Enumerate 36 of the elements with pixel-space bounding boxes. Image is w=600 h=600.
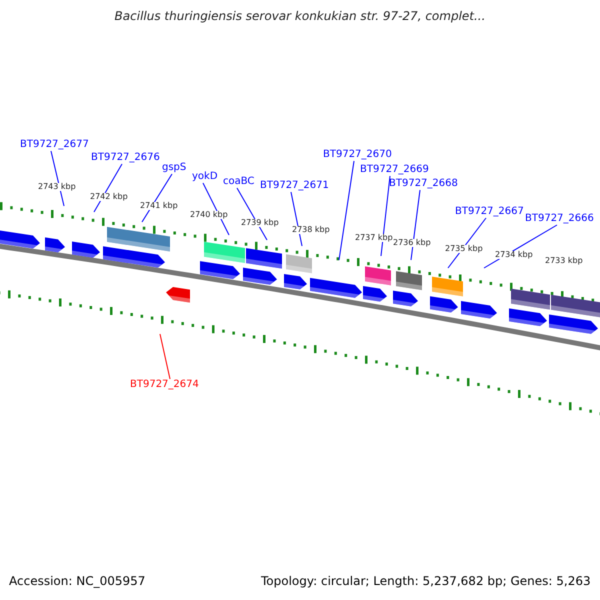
leader-line <box>338 160 354 260</box>
gene-label: BT9727_2674 <box>130 380 199 390</box>
gene-label: BT9727_2677 <box>20 140 89 150</box>
leader-line <box>290 192 302 246</box>
scale-label: 2737 kbp <box>355 234 393 242</box>
leader-line <box>160 334 170 380</box>
gene-label: BT9727_2667 <box>455 207 524 217</box>
title: Bacillus thuringiensis serovar konkukian str. 97-27, complet... <box>114 10 486 22</box>
leader-line <box>410 190 420 260</box>
scale-label: 2741 kbp <box>140 202 178 210</box>
scale-label: 2738 kbp <box>292 226 330 234</box>
gene-label: BT9727_2670 <box>323 150 392 160</box>
gene-label: coaBC <box>223 177 254 187</box>
footer-text: Topology: circular; Length: 5,237,682 bp; Genes: 5,263 <box>261 575 591 587</box>
gene-label: gspS <box>162 163 186 173</box>
scale-label: 2736 kbp <box>393 239 431 247</box>
gene-label: BT9727_2671 <box>260 181 329 191</box>
leader-line <box>380 176 390 256</box>
scale-label: 2740 kbp <box>190 211 228 219</box>
scale-label: 2734 kbp <box>495 251 533 259</box>
leader-line <box>142 174 172 222</box>
gene-label: BT9727_2666 <box>525 214 594 224</box>
gene-label: BT9727_2669 <box>360 165 429 175</box>
scale-label: 2733 kbp <box>545 257 583 265</box>
leader-line <box>94 164 122 212</box>
scale-label: 2743 kbp <box>38 183 76 191</box>
footer-text: Accession: NC_005957 <box>9 575 146 587</box>
gene-label: BT9727_2676 <box>91 153 160 163</box>
gene-label: BT9727_2668 <box>389 179 458 189</box>
scale-label: 2735 kbp <box>445 245 483 253</box>
leader-line <box>202 182 230 236</box>
leader-line <box>50 150 64 206</box>
scale-label: 2742 kbp <box>90 193 128 201</box>
leader-line <box>236 188 268 240</box>
scale-label: 2739 kbp <box>241 219 279 227</box>
gene-label: yokD <box>192 172 218 182</box>
